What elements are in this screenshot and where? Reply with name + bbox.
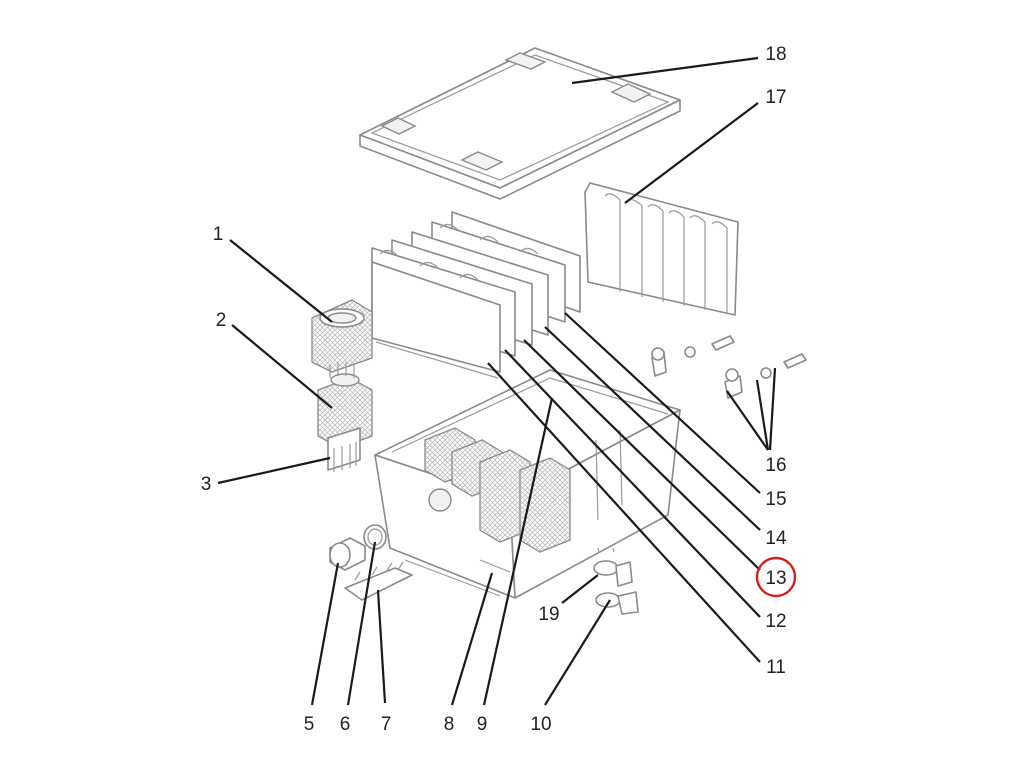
callout-13: 13: [765, 568, 786, 589]
leader-13: [523, 339, 761, 571]
callout-12: 12: [765, 611, 786, 632]
callout-16: 16: [765, 455, 786, 476]
leader-11: [487, 362, 761, 663]
callout-8: 8: [444, 714, 455, 735]
callout-7: 7: [381, 714, 392, 735]
callout-9: 9: [477, 714, 488, 735]
small-parts-lower-left: [329, 524, 413, 601]
leader-6: [346, 541, 377, 706]
leader-9: [482, 397, 554, 706]
leader-7: [376, 589, 387, 704]
callout-18: 18: [765, 44, 786, 65]
leader-5: [310, 562, 340, 706]
leader-lines: [217, 56, 777, 706]
leader-16c: [768, 367, 777, 451]
callout-3: 3: [201, 474, 212, 495]
callout-10: 10: [530, 714, 551, 735]
callout-6: 6: [340, 714, 351, 735]
leader-3: [217, 456, 331, 485]
leader-19: [561, 574, 599, 604]
filter-cartridges-part: [584, 182, 739, 316]
leader-12: [504, 349, 761, 618]
leader-15: [564, 312, 761, 494]
callout-1: 1: [213, 224, 224, 245]
highlight-circle: [755, 556, 797, 598]
leader-8: [450, 572, 494, 706]
leader-17: [624, 102, 759, 204]
callout-17: 17: [765, 87, 786, 108]
callout-5: 5: [304, 714, 315, 735]
leader-1: [229, 239, 333, 323]
leader-16a: [726, 390, 769, 451]
leader-10: [544, 599, 611, 706]
valves-part: [593, 547, 639, 615]
callout-11: 11: [766, 657, 786, 678]
lid-part: [359, 47, 681, 200]
leader-18: [571, 56, 759, 85]
callout-14: 14: [765, 528, 787, 549]
callout-2: 2: [216, 310, 227, 331]
mesh-basket-part: [311, 299, 373, 373]
filter-plates-part: [371, 211, 581, 379]
callout-15: 15: [765, 489, 786, 510]
callout-labels: 1 2 3 5 6 7 8 9 10 11 12 13 14 15 16 17 …: [201, 44, 787, 735]
leader-14: [544, 326, 761, 531]
leader-16b: [755, 379, 770, 451]
fittings-part: [651, 335, 807, 399]
callout-19: 19: [538, 604, 559, 625]
leader-2: [231, 324, 333, 409]
